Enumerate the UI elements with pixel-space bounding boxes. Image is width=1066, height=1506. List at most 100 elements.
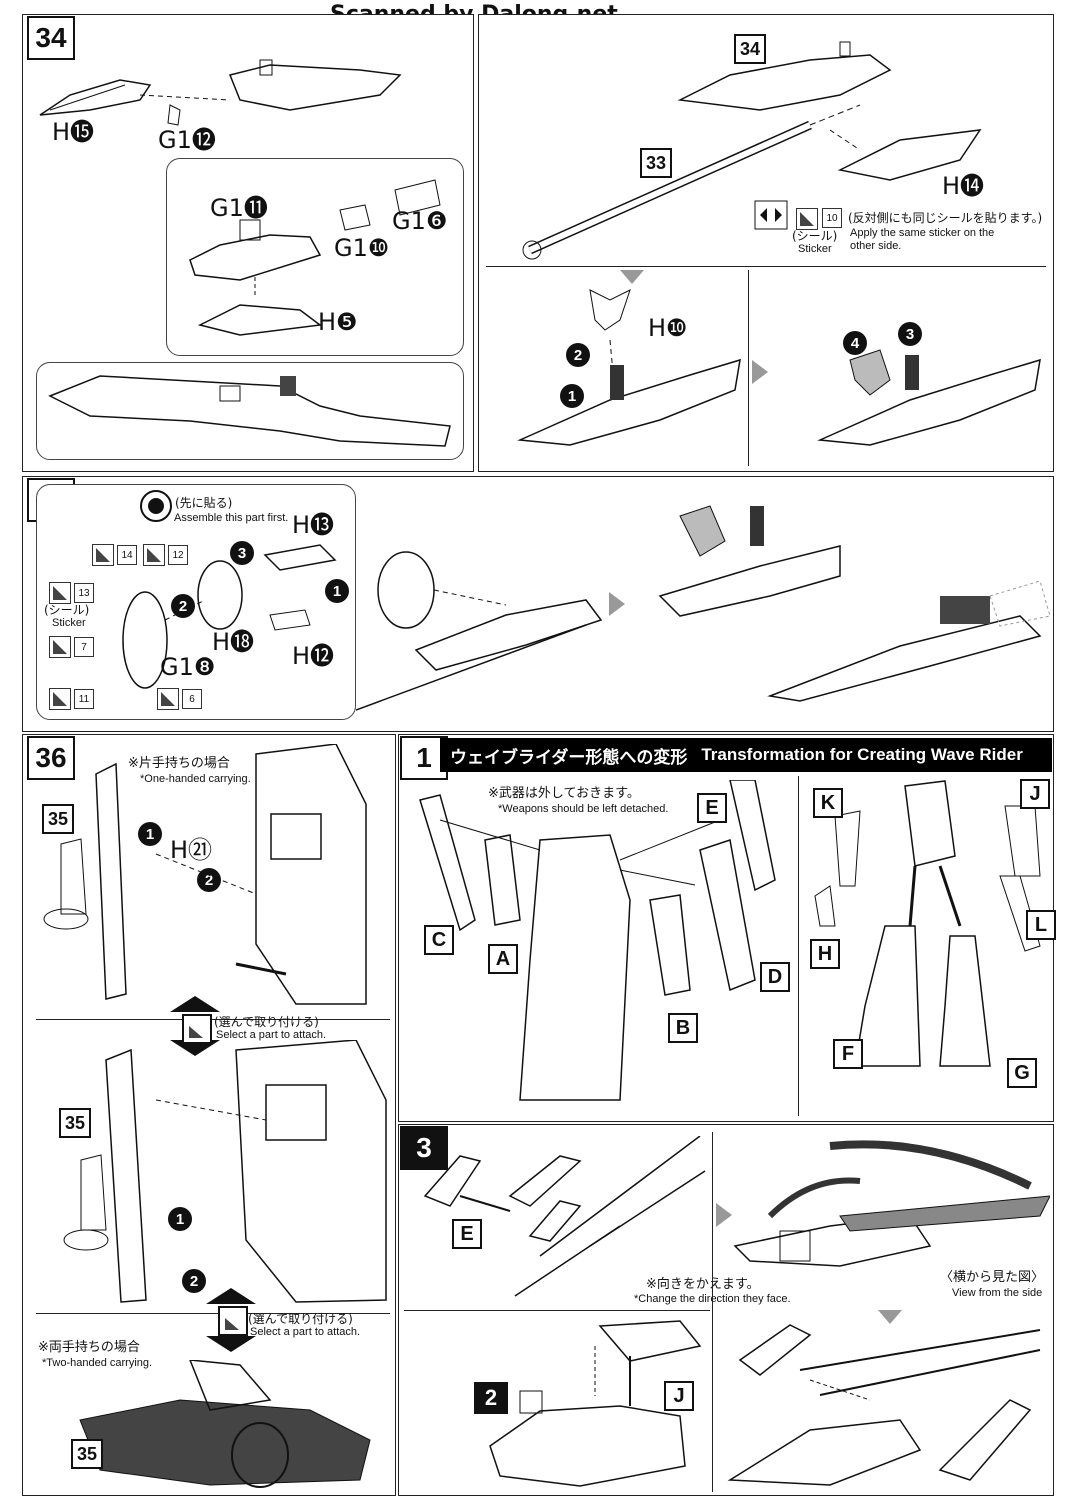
step-36-ref-35-top: 35 <box>42 804 74 834</box>
part-letter-f: F <box>833 1039 863 1069</box>
part-label-g1-12: G1⓬ <box>158 126 216 154</box>
transform-disassembly-left-drawing <box>419 780 776 1101</box>
one-hand-note-jp: ※片手持ちの場合 <box>128 756 230 771</box>
step-33-marker-1: 1 <box>560 384 584 408</box>
transform-step-3-shield-drawing <box>423 1136 706 1297</box>
step-36-ref-35-bottom: 35 <box>71 1439 103 1469</box>
part-letter-e: E <box>697 793 727 823</box>
transform-step-3-number: 3 <box>400 1126 448 1170</box>
sticker-number-12: 12 <box>168 545 188 565</box>
sticker-number-11: 11 <box>74 689 94 709</box>
side-view-en: View from the side <box>952 1287 1043 1299</box>
select-part-en-top: Select a part to attach. <box>216 1029 327 1041</box>
transform-part-letter-e: E <box>452 1219 482 1249</box>
step-36-number: 36 <box>27 736 75 780</box>
transform-step-3-down-arrow <box>878 1310 902 1324</box>
step-33-divider <box>486 266 1046 267</box>
part-label-h18: H⓲ <box>212 628 255 656</box>
double-sided-sticker-icon <box>754 200 788 230</box>
part-label-h15: H⓯ <box>52 118 95 146</box>
part-label-g1-10: G1❿ <box>334 234 390 262</box>
step-34-number: 34 <box>27 16 75 60</box>
step-36-panel <box>22 734 396 1496</box>
two-hand-note-en: *Two-handed carrying. <box>42 1357 153 1369</box>
step-33-marker-3: 3 <box>898 322 922 346</box>
transform-title-banner: ウェイブライダー形態への変形 Transformation for Creati… <box>440 738 1052 772</box>
step-35-fold-drawing <box>658 505 1050 702</box>
step-35-sticker-label-en: Sticker <box>52 617 86 629</box>
select-double-arrow-icon <box>170 996 220 1056</box>
transform-step-3-vertical-divider <box>712 1132 713 1310</box>
step-36-one-hand-drawing <box>43 744 367 1005</box>
select-part-jp-top: (選んで取り付ける) <box>214 1015 319 1029</box>
assemble-first-en: Assemble this part first. <box>174 512 289 524</box>
step-arrow-down-33 <box>620 270 644 284</box>
assemble-first-jp: (先に貼る) <box>175 496 233 510</box>
part-label-h12: H⓬ <box>292 642 335 670</box>
weapons-note-en: *Weapons should be left detached. <box>498 803 669 815</box>
step-33-beam-rifle-drawing <box>522 41 982 260</box>
transform-step-2-number: 2 <box>474 1382 508 1414</box>
part-label-g1-6: G1❻ <box>392 207 448 235</box>
part-label-h5: H❺ <box>318 308 358 336</box>
step-36-marker-1: 1 <box>138 822 162 846</box>
part-letter-j: J <box>1020 779 1050 809</box>
step-arrow-35-right <box>609 592 625 616</box>
transform-step-3-arrow <box>716 1203 732 1227</box>
sticker-swatch-icon <box>796 208 818 230</box>
part-letter-b: B <box>668 1013 698 1043</box>
step-34-result-drawing <box>48 375 451 447</box>
transform-step-2-drawing <box>489 1320 702 1487</box>
transform-final-drawing <box>727 1324 1041 1486</box>
step-35-sticker-label-jp: (シール) <box>44 603 90 617</box>
sticker-number-7: 7 <box>74 637 94 657</box>
part-letter-h: H <box>810 939 840 969</box>
sub-step-34-number: 34 <box>734 34 766 64</box>
step-36-middle-drawing <box>63 1040 387 1303</box>
part-letter-g: G <box>1007 1058 1037 1088</box>
sticker-number-6: 6 <box>182 689 202 709</box>
step-36-divider-1 <box>36 1019 390 1020</box>
assemble-first-icon <box>140 490 172 522</box>
part-label-g1-11: G1⓫ <box>210 194 268 222</box>
step-36-divider-2 <box>36 1313 390 1314</box>
step-34-top-parts-drawing <box>39 59 402 126</box>
step-35-attach-drawing <box>356 551 603 711</box>
part-letter-c: C <box>424 925 454 955</box>
step-34-result-inset <box>36 362 464 460</box>
sticker-swatch-13 <box>49 582 71 604</box>
sticker-swatch-11 <box>49 688 71 710</box>
two-hand-note-jp: ※両手持ちの場合 <box>38 1340 140 1355</box>
weapons-note-jp: ※武器は外しておきます。 <box>488 786 640 801</box>
sticker-number-13: 13 <box>74 583 94 603</box>
direction-note-jp: ※向きをかえます。 <box>646 1277 760 1292</box>
step-33-marker-4: 4 <box>843 331 867 355</box>
transform-title-en: Transformation for Creating Wave Rider <box>701 745 1023 764</box>
step-36-middle-marker-2: 2 <box>182 1269 206 1293</box>
select-part-icon-2 <box>218 1306 248 1336</box>
sticker-number-10: 10 <box>822 208 842 228</box>
select-part-en-bottom: Select a part to attach. <box>250 1326 361 1338</box>
sticker-note-jp: (反対側にも同じシールを貼ります。) <box>848 211 1043 225</box>
part-label-h14: H⓮ <box>942 172 985 200</box>
transform-step-2-divider <box>404 1310 710 1311</box>
sticker-label-en: Sticker <box>798 243 832 255</box>
step-arrow-33-right <box>752 360 768 384</box>
sub-step-33-number: 33 <box>640 148 672 178</box>
part-label-h13: H⓭ <box>292 511 335 539</box>
step-35-marker-1: 1 <box>325 579 349 603</box>
select-part-jp-bottom: (選んで取り付ける) <box>248 1312 353 1326</box>
step-33-vertical-divider <box>748 270 749 466</box>
part-letter-a: A <box>488 944 518 974</box>
part-label-g1-8: G1❽ <box>160 653 216 681</box>
step-35-marker-3: 3 <box>230 541 254 565</box>
sticker-swatch-7 <box>49 636 71 658</box>
sticker-swatch-14 <box>92 544 114 566</box>
part-letter-k: K <box>813 788 843 818</box>
step-36-middle-marker-1: 1 <box>168 1207 192 1231</box>
part-label-h10: H❿ <box>648 314 688 342</box>
transform-disassembly-right-drawing <box>814 780 1041 1067</box>
step-33-marker-2: 2 <box>566 343 590 367</box>
transform-step-2-vertical-divider <box>712 1310 713 1492</box>
step-36-ref-35-middle: 35 <box>59 1108 91 1138</box>
